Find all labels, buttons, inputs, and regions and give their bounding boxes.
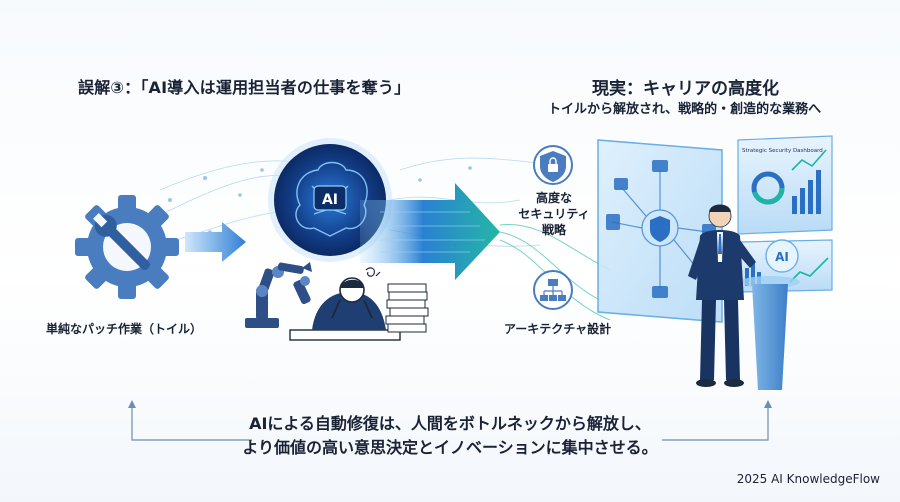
security-label-line: 高度な xyxy=(535,191,572,205)
architecture-hierarchy-icon xyxy=(533,270,573,310)
brand-footer: 2025 AI KnowledgeFlow xyxy=(736,472,880,486)
bracket-lines xyxy=(131,404,769,441)
right-subtitle: トイルから解放され、戦略的・創造的な業務へ xyxy=(548,102,822,117)
right-title: 現実：キャリアの高度化 xyxy=(592,79,779,99)
strategic-dashboard-panel: Strategic Security Dashboard xyxy=(737,135,833,235)
left-title: 誤解③：「AI導入は運用担当者の仕事を奪う」 xyxy=(78,78,411,97)
dashboard-title: Strategic Security Dashboard xyxy=(742,148,823,154)
data-streams xyxy=(380,211,485,253)
security-strategy-label: 高度な セキュリティ 戦略 xyxy=(514,190,594,238)
paper-stack-icon xyxy=(385,283,429,333)
shield-icon xyxy=(650,216,670,242)
toil-label: 単純なパッチ作業（トイル） xyxy=(46,322,203,336)
stressed-worker-icon xyxy=(289,267,401,341)
bracket-arrow-left-icon xyxy=(128,400,136,408)
transition-arrow-icon xyxy=(360,183,500,280)
small-arrow-icon xyxy=(185,222,246,262)
hologram-badge: AI xyxy=(775,250,789,264)
businessman-icon xyxy=(688,204,756,387)
hologram-ai-icon: AI xyxy=(765,239,799,273)
bracket-arrow-right-icon xyxy=(764,400,772,408)
podium-icon xyxy=(740,276,800,390)
security-label-line: セキュリティ xyxy=(518,207,590,221)
security-lock-icon xyxy=(533,145,573,185)
robot-arm-icon xyxy=(245,262,312,328)
message-line-2: より価値の高い意思決定とイノベーションに集中させる。 xyxy=(242,438,658,457)
security-label-line: 戦略 xyxy=(541,223,566,237)
robot-arm-icon xyxy=(293,276,311,305)
message-line-1: AIによる自動修復は、人間をボトルネックから解放し、 xyxy=(249,414,651,433)
architecture-label: アーキテクチャ設計 xyxy=(504,322,612,336)
gear-wrench-icon xyxy=(75,195,179,299)
ai-badge: AI xyxy=(322,192,338,208)
